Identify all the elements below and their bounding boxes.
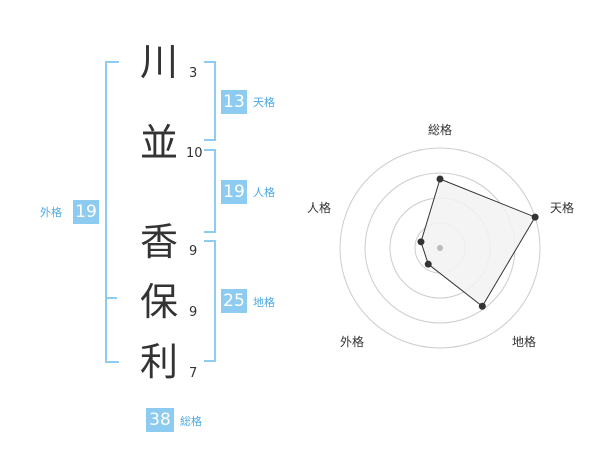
name-char-5: 利 <box>140 340 179 384</box>
radar-axis-label-chikaku: 地格 <box>512 335 537 349</box>
chikaku-badge: 25 <box>221 289 247 313</box>
soukaku-label: 総格 <box>180 415 202 428</box>
tenkaku-label: 天格 <box>253 96 275 109</box>
jinkaku-bracket <box>204 149 216 233</box>
jinkaku-label: 人格 <box>253 186 275 199</box>
gaikaku-bracket-tick <box>105 297 117 299</box>
radar-point-0 <box>436 175 444 183</box>
radar-axis-label-tenkaku: 天格 <box>550 201 575 215</box>
radar-area <box>420 178 536 307</box>
chikaku-label: 地格 <box>253 296 275 309</box>
chikaku-bracket <box>204 240 216 362</box>
stroke-count-2: 10 <box>186 146 203 161</box>
name-char-4: 保 <box>140 280 179 324</box>
name-char-2: 並 <box>140 121 179 165</box>
radar-axis-label-gaikaku: 外格 <box>340 335 365 349</box>
radar-point-2 <box>478 302 486 310</box>
radar-point-3 <box>424 260 432 268</box>
stroke-count-4: 9 <box>189 305 198 320</box>
radar-axis-label-soukaku: 総格 <box>428 123 453 137</box>
name-char-3: 香 <box>140 220 179 264</box>
tenkaku-bracket <box>204 61 216 141</box>
jinkaku-badge: 19 <box>221 180 247 204</box>
radar-ring-4 <box>339 147 541 349</box>
radar-axis-label-jinkaku: 人格 <box>307 201 332 215</box>
tenkaku-badge: 13 <box>221 90 247 114</box>
name-char-1: 川 <box>140 40 179 84</box>
stroke-count-1: 3 <box>189 66 198 81</box>
gaikaku-badge: 19 <box>73 200 99 224</box>
radar-center <box>437 245 443 251</box>
gaikaku-bracket <box>105 61 119 363</box>
radar-point-4 <box>417 238 425 246</box>
soukaku-badge: 38 <box>146 408 174 432</box>
gaikaku-label: 外格 <box>40 206 62 219</box>
stroke-count-5: 7 <box>189 366 198 381</box>
radar-point-1 <box>531 213 539 221</box>
stroke-count-3: 9 <box>189 244 198 259</box>
